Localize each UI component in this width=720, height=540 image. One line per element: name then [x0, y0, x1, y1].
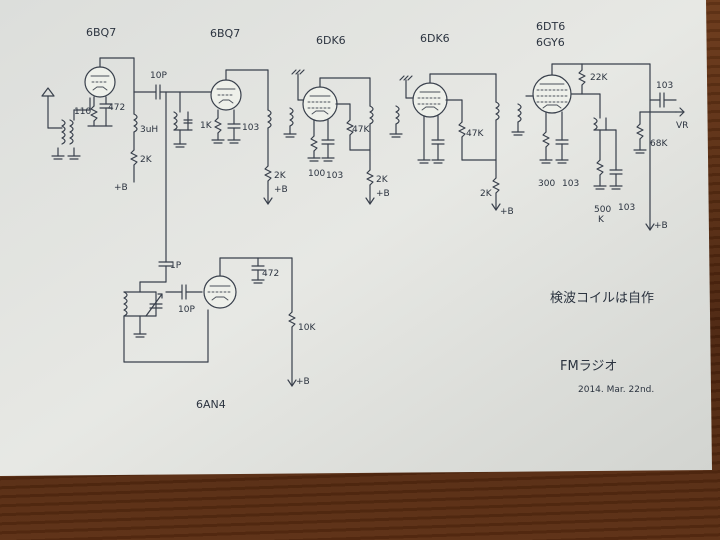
r-plate2-label: 2K	[274, 171, 287, 181]
antenna-symbol	[41, 87, 63, 129]
r-plate3-label: 2K	[376, 175, 389, 185]
coil1-label: 3uH	[140, 125, 158, 135]
title-note: FMラジオ	[560, 359, 617, 374]
tube-label-detector-2: 6GY6	[536, 36, 565, 49]
r-plate5-label: 22K	[590, 73, 608, 83]
supply-b6-label: +B	[296, 377, 310, 387]
r-screen4-label: 47K	[466, 129, 484, 139]
c-osc-label: 10P	[178, 305, 195, 315]
coupling-capacitor	[133, 84, 213, 100]
c-osc-couple-label: 1P	[170, 261, 182, 271]
r-screen3-label: 47K	[352, 125, 370, 135]
input-coil	[51, 109, 91, 160]
supply-b2-label: +B	[274, 185, 288, 195]
c-cathode1-label: 472	[108, 103, 125, 113]
r-det1-unit-label: K	[598, 215, 605, 225]
c-osc-plate-label: 472	[262, 269, 279, 279]
r-cathode3-label: 100	[308, 169, 325, 179]
r-cathode5-label: 300	[538, 179, 555, 189]
r-det1-label: 500	[594, 205, 611, 215]
tube-label-rf-amp: 6BQ7	[86, 26, 116, 39]
tube-mixer-wiring	[173, 69, 273, 205]
tube-detector-symbol	[532, 74, 572, 114]
c-out-label: 103	[656, 81, 673, 91]
supply-b3-label: +B	[376, 189, 390, 199]
r-plate1-label: 2K	[140, 155, 153, 165]
c-det1-label: 103	[618, 203, 635, 213]
tube-if1-wiring	[283, 69, 375, 205]
vr-label: VR	[676, 121, 688, 131]
rf-plate-load	[130, 91, 138, 183]
r-plate4-label: 2K	[480, 189, 493, 199]
tube-label-if1: 6DK6	[316, 34, 346, 47]
r-vr-label: 68K	[650, 139, 668, 149]
tube-mixer-symbol	[210, 79, 242, 111]
c-cathode2-label: 103	[242, 123, 259, 133]
tube-label-oscillator: 6AN4	[196, 398, 226, 411]
c-coupling-label: 10P	[150, 71, 167, 81]
supply-b1-label: +B	[114, 183, 128, 193]
c-cathode5-label: 103	[562, 179, 579, 189]
oscillator-feed-line	[158, 91, 174, 283]
tube-oscillator-wiring	[219, 257, 297, 387]
tube-if2-symbol	[412, 82, 448, 118]
oscillator-tank	[123, 281, 209, 363]
tube-oscillator-symbol	[203, 275, 237, 309]
tube-rf-amp-symbol	[84, 66, 116, 98]
supply-b4-label: +B	[500, 207, 514, 217]
r-cathode1-label: 110	[74, 107, 91, 117]
tube-if1-symbol	[302, 86, 338, 122]
tube-if2-wiring	[389, 73, 501, 211]
tube-label-mixer: 6BQ7	[210, 27, 240, 40]
r-osc-plate-label: 10K	[298, 323, 316, 333]
tube-rf-amp-wiring	[87, 57, 135, 127]
paper-sheet	[0, 0, 712, 476]
c-cathode3-label: 103	[326, 171, 343, 181]
supply-b5-label: +B	[654, 221, 668, 231]
date-note: 2014. Mar. 22nd.	[578, 385, 654, 395]
tube-detector-wiring	[511, 63, 685, 231]
r-cathode2-label: 1K	[200, 121, 213, 131]
tube-label-if2: 6DK6	[420, 32, 450, 45]
coil-note: 検波コイルは自作	[550, 291, 654, 306]
tube-label-detector-1: 6DT6	[536, 20, 565, 33]
